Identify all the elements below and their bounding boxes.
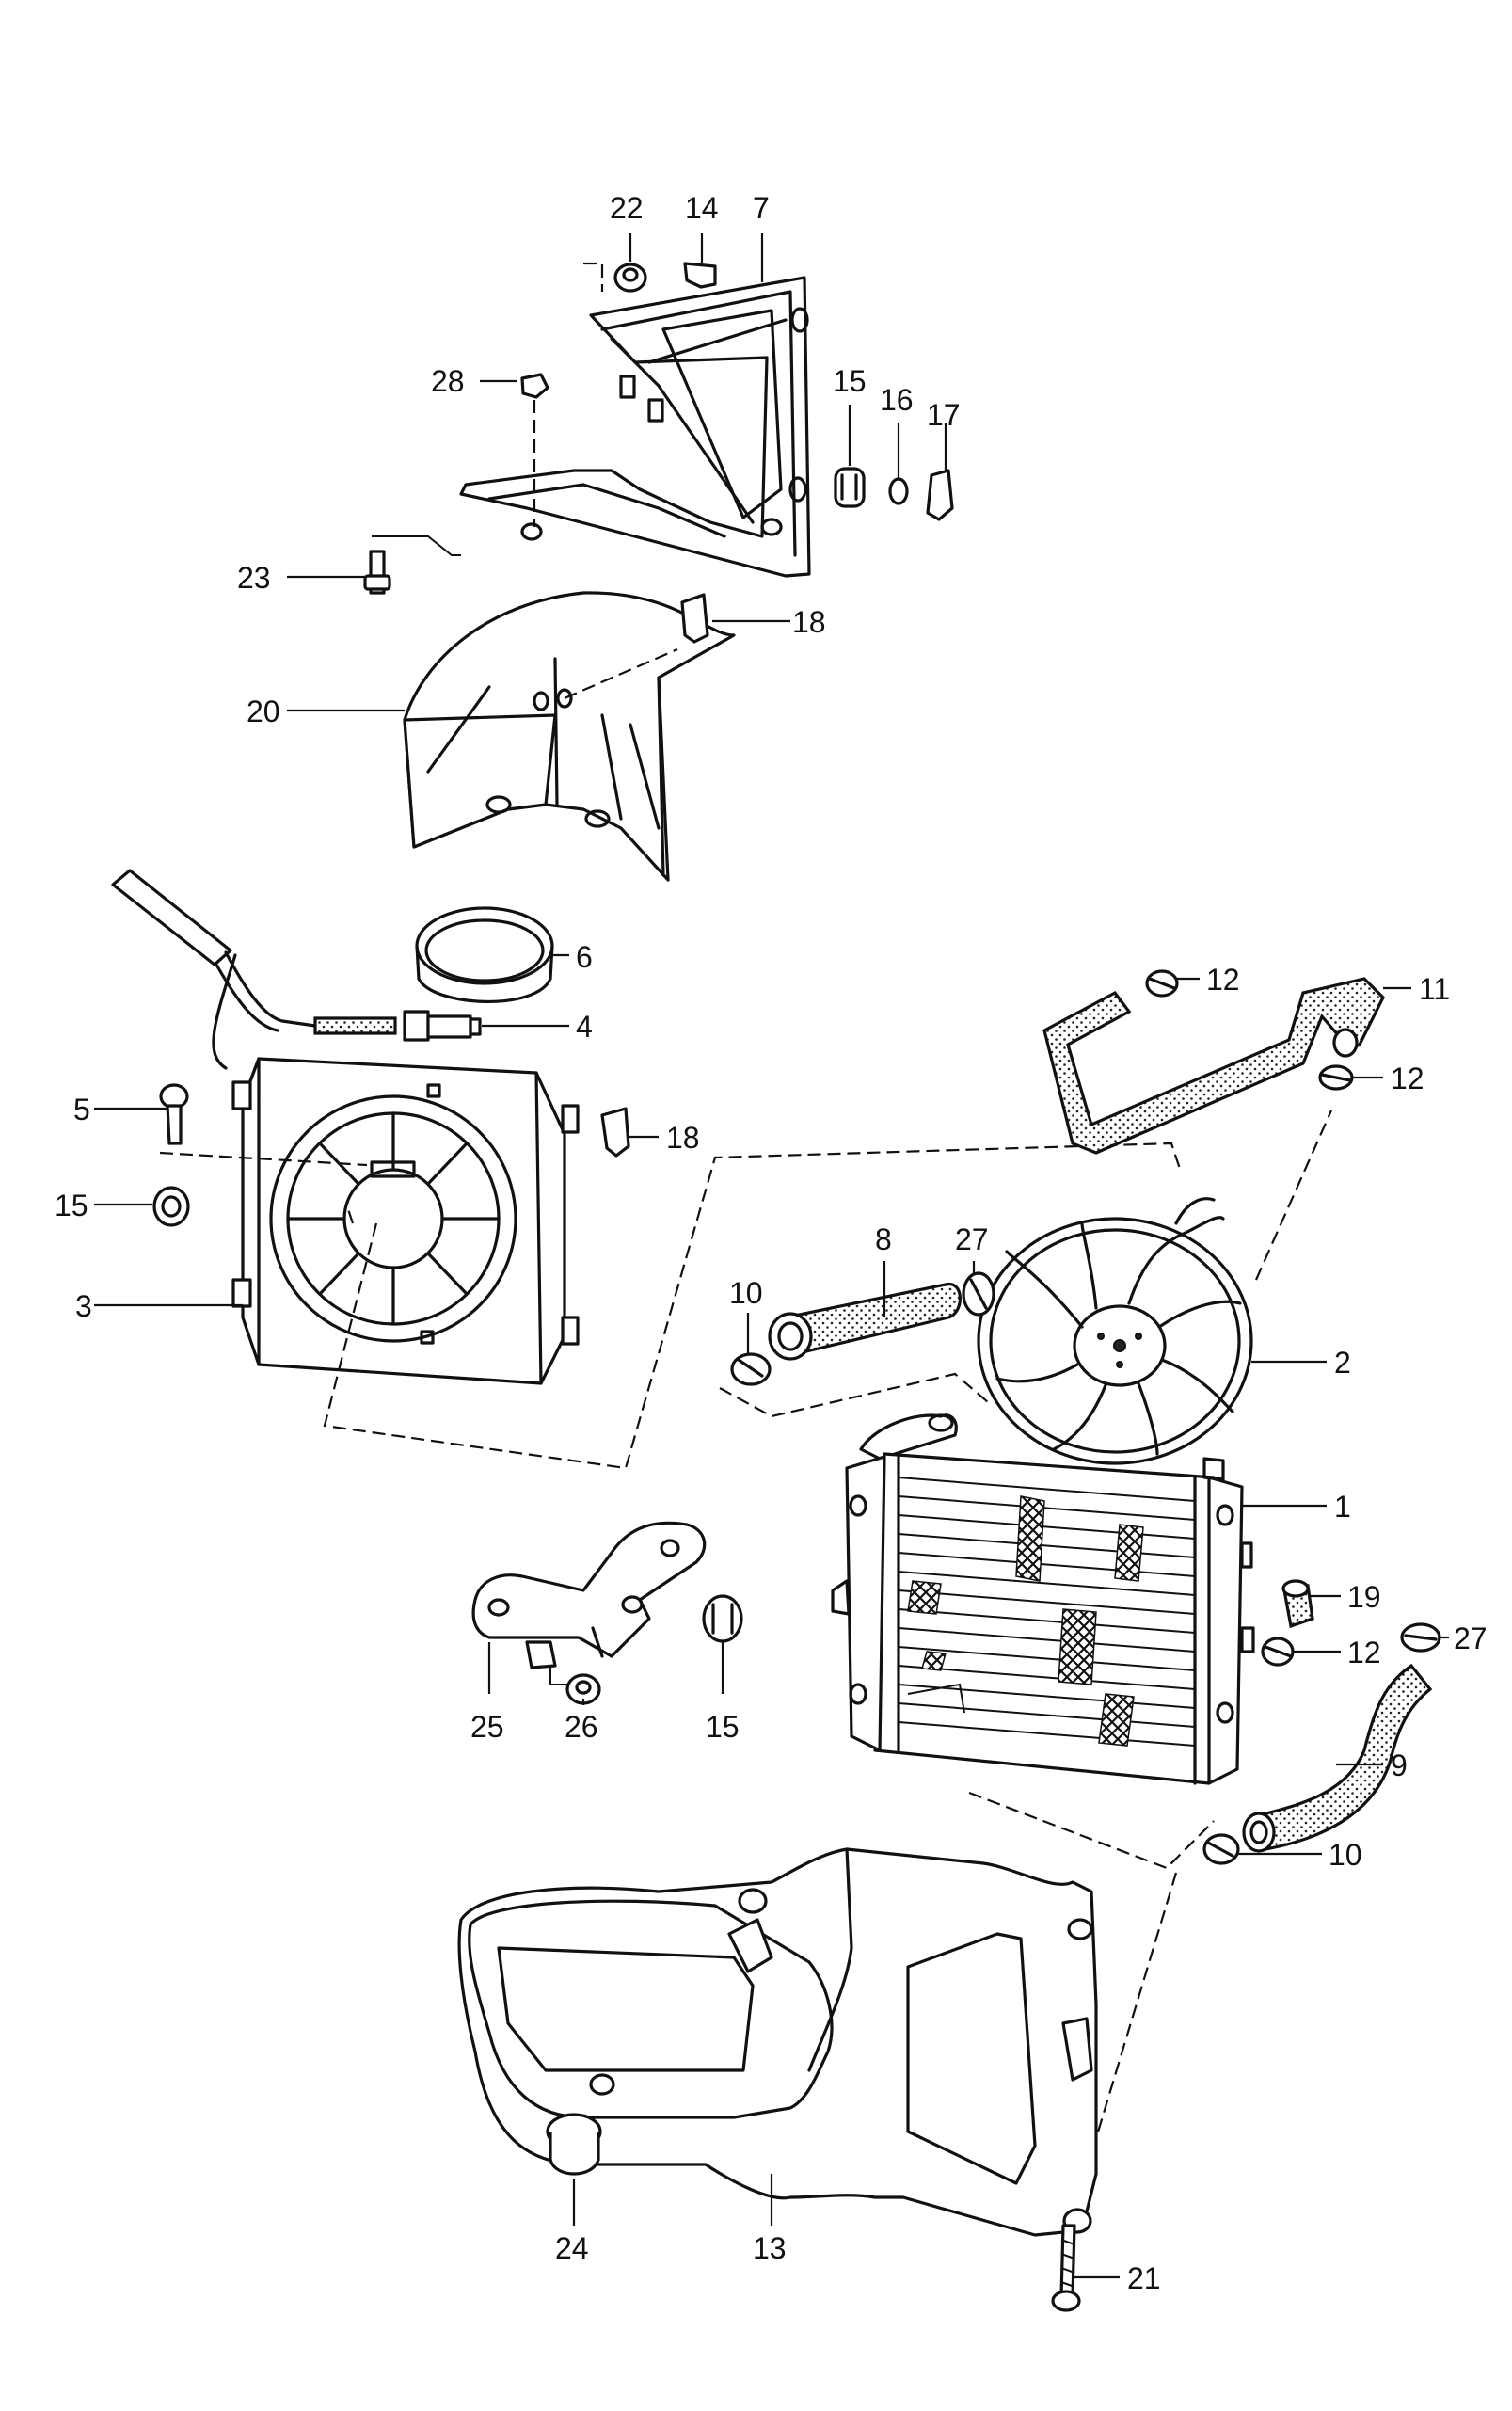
grommet-part-15-lower [702,1594,743,1643]
callout-2: 2 [1334,1346,1351,1380]
clip-part-18-top [680,593,709,644]
leader-lines [94,233,1449,2279]
callout-19: 19 [1347,1580,1381,1614]
bracket-part-7 [459,276,811,578]
clip-part-17 [926,469,954,521]
clamp-part-12-lower [1261,1637,1295,1667]
callout-6: 6 [576,940,593,974]
callout-13: 13 [753,2231,787,2265]
ring-part-6 [415,906,554,1003]
callout-15-c: 15 [706,1710,740,1744]
screw-part-21 [1051,2224,1081,2312]
nut-part-22 [583,262,647,293]
callout-12-c: 12 [1347,1636,1381,1669]
sensor-part-4 [111,869,482,1070]
clamp-part-27-right [1400,1622,1441,1653]
grommet-part-15-left [152,1186,190,1227]
nut-part-26 [549,1666,601,1705]
callout-12-b: 12 [1391,1062,1424,1095]
callout-11: 11 [1419,972,1450,1006]
callout-21: 21 [1127,2261,1161,2295]
clip-part-18-mid [600,1107,630,1158]
clip-part-14 [683,262,717,289]
plug-part-24 [546,2113,602,2176]
bolt-part-23 [363,535,461,595]
shroud-part-20 [403,591,736,882]
callout-10-b: 10 [1329,1838,1362,1872]
callout-18-b: 18 [666,1121,700,1155]
fan-housing-part-3 [231,1057,580,1385]
callout-20: 20 [247,695,280,728]
clamp-part-27-top [962,1271,995,1317]
callout-7: 7 [753,191,770,225]
callout-14: 14 [685,191,719,225]
callout-3: 3 [75,1289,92,1323]
callout-12-a: 12 [1206,963,1240,997]
callout-10-a: 10 [729,1276,763,1310]
callout-15-a: 15 [833,364,867,398]
cap-part-19 [1281,1579,1314,1629]
callout-27-b: 27 [1454,1621,1488,1655]
callout-27-a: 27 [955,1222,989,1256]
callout-labels: 22 14 7 28 15 16 17 23 18 20 6 12 11 4 1… [55,191,1488,2295]
bolt-part-5 [159,1083,189,1145]
callout-15-b: 15 [55,1189,88,1222]
callout-5: 5 [73,1093,90,1126]
hose-part-8 [768,1283,962,1361]
callout-8: 8 [875,1222,892,1256]
radiator-part-1 [831,1413,1255,1785]
washer-part-16 [888,477,909,505]
clamp-part-10-right [1202,1833,1240,1865]
clamp-part-12-top [1145,969,1179,998]
callout-25: 25 [470,1710,504,1744]
callout-24: 24 [555,2231,589,2265]
callout-28: 28 [431,364,465,398]
bracket-part-25 [471,1521,707,1669]
hose-part-11 [1042,977,1385,1155]
callout-22: 22 [610,191,644,225]
air-duct-part-13 [457,1847,1098,2237]
callout-1: 1 [1334,1490,1351,1524]
callout-4: 4 [576,1010,593,1044]
callout-9: 9 [1391,1748,1408,1782]
callout-18-a: 18 [792,605,826,639]
callout-23: 23 [237,561,271,595]
callout-17: 17 [927,398,961,432]
callout-16: 16 [880,383,914,417]
callout-26: 26 [565,1710,598,1744]
clip-part-28 [520,373,549,527]
grommet-part-15-top [834,467,866,508]
fan-part-2 [977,1197,1253,1465]
clamp-part-12-right [1318,1064,1354,1091]
hose-part-9 [1242,1663,1433,1853]
clamp-part-10-left [730,1352,772,1386]
